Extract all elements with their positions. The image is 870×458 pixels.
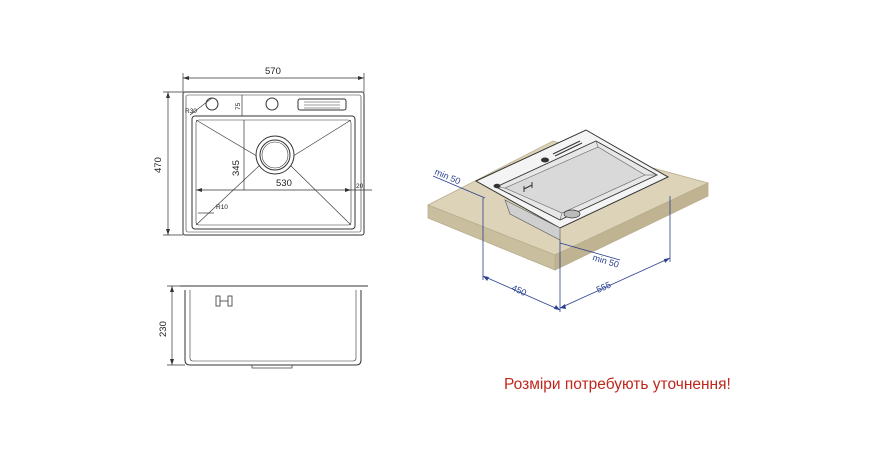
dim-width-570: 570 [265, 66, 281, 77]
iso-overflow-slot [523, 140, 583, 192]
overflow-side-marker [215, 295, 233, 307]
dim-radius-r30: R30 [185, 108, 197, 115]
dim-height-470: 470 [153, 157, 164, 173]
dim-bowl-depth-345: 345 [231, 160, 242, 176]
dim-cabinet-depth-450: 450 [510, 283, 528, 298]
dim-min-50-right: min 50 [591, 252, 620, 269]
dim-cabinet-width-555: 555 [595, 280, 613, 295]
side-view [167, 285, 368, 369]
top-view [163, 73, 372, 236]
iso-drain [563, 209, 581, 219]
drain-outer [255, 135, 295, 175]
iso-view [427, 129, 710, 312]
dim-side-height-230: 230 [158, 321, 169, 337]
dimensions-warning-note: Розміри потребують уточнення! [504, 376, 731, 393]
dim-bowl-width-530: 530 [276, 178, 292, 189]
iso-faucet-hole-left [541, 157, 549, 163]
dim-offset-75: 75 [235, 102, 242, 110]
overflow-slot [297, 98, 347, 111]
dim-radius-r10: R10 [216, 204, 228, 211]
bowl-outline [191, 115, 356, 230]
dim-offset-20: 20 [356, 183, 364, 190]
faucet-hole-left [205, 97, 219, 111]
sink-side-profile [184, 290, 362, 366]
iso-faucet-hole-right [493, 183, 501, 189]
faucet-hole-right [265, 97, 279, 111]
sink-outline-top [182, 91, 365, 236]
dim-min-50-left: min 50 [433, 167, 462, 187]
